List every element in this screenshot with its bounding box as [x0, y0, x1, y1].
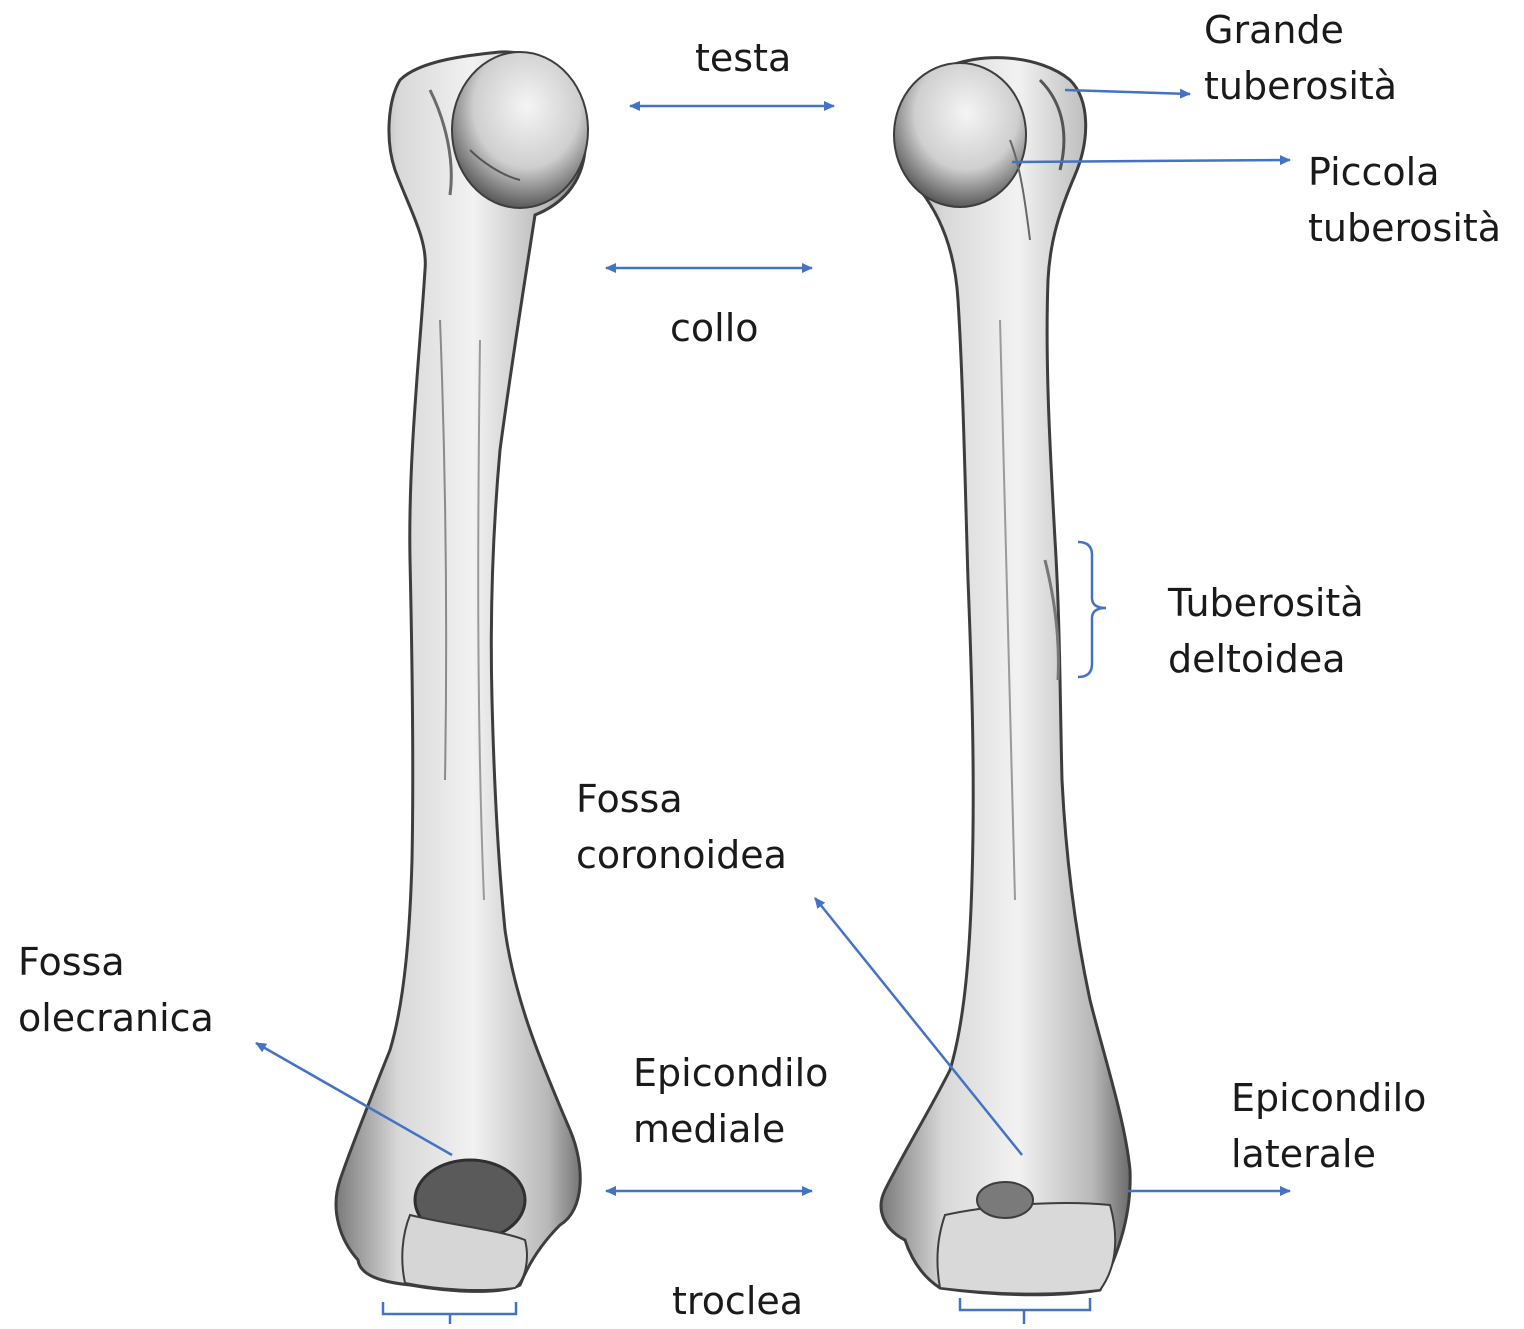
- label-epicondilo-laterale-line-1: Epicondilo: [1231, 1070, 1426, 1126]
- humerus-anterior-view: [881, 58, 1130, 1295]
- label-fossa-olecranica: Fossa olecranica: [18, 934, 214, 1046]
- label-fossa-coronoidea-line-1: Fossa: [576, 771, 787, 827]
- trochlea-capitulum-anterior: [938, 1203, 1116, 1294]
- label-grande-tuberosita-line-2: tuberosità: [1204, 58, 1397, 114]
- label-epicondilo-mediale: Epicondilo mediale: [633, 1045, 828, 1157]
- label-tuberosita-deltoidea-line-2: deltoidea: [1168, 631, 1364, 687]
- label-fossa-coronoidea: Fossa coronoidea: [576, 771, 787, 883]
- tuberosita-deltoidea-bracket: [1078, 542, 1106, 677]
- label-collo-text: collo: [670, 300, 759, 356]
- label-epicondilo-laterale: Epicondilo laterale: [1231, 1070, 1426, 1182]
- label-troclea-text: troclea: [672, 1273, 803, 1329]
- label-epicondilo-mediale-line-2: mediale: [633, 1101, 828, 1157]
- label-testa-text: testa: [695, 30, 791, 86]
- label-piccola-tuberosita: Piccola tuberosità: [1308, 144, 1501, 256]
- troclea-bracket-posterior: [383, 1302, 516, 1324]
- label-tuberosita-deltoidea: Tuberosità deltoidea: [1168, 575, 1364, 687]
- humerus-posterior-view: [336, 52, 588, 1291]
- label-troclea: troclea: [672, 1273, 803, 1329]
- label-fossa-olecranica-line-1: Fossa: [18, 934, 214, 990]
- label-piccola-tuberosita-line-1: Piccola: [1308, 144, 1501, 200]
- coronoid-fossa-shape: [977, 1182, 1033, 1218]
- label-testa: testa: [695, 30, 791, 86]
- label-fossa-olecranica-line-2: olecranica: [18, 990, 214, 1046]
- label-epicondilo-mediale-line-1: Epicondilo: [633, 1045, 828, 1101]
- troclea-bracket-anterior: [960, 1298, 1090, 1324]
- label-fossa-coronoidea-line-2: coronoidea: [576, 827, 787, 883]
- label-piccola-tuberosita-line-2: tuberosità: [1308, 200, 1501, 256]
- humeral-head-anterior: [894, 63, 1026, 207]
- label-tuberosita-deltoidea-line-1: Tuberosità: [1168, 575, 1364, 631]
- humeral-head-posterior: [452, 52, 588, 208]
- grande-tuberosita-arrow: [1065, 90, 1190, 94]
- label-epicondilo-laterale-line-2: laterale: [1231, 1126, 1426, 1182]
- label-grande-tuberosita-line-1: Grande: [1204, 2, 1397, 58]
- label-collo: collo: [670, 300, 759, 356]
- label-grande-tuberosita: Grande tuberosità: [1204, 2, 1397, 114]
